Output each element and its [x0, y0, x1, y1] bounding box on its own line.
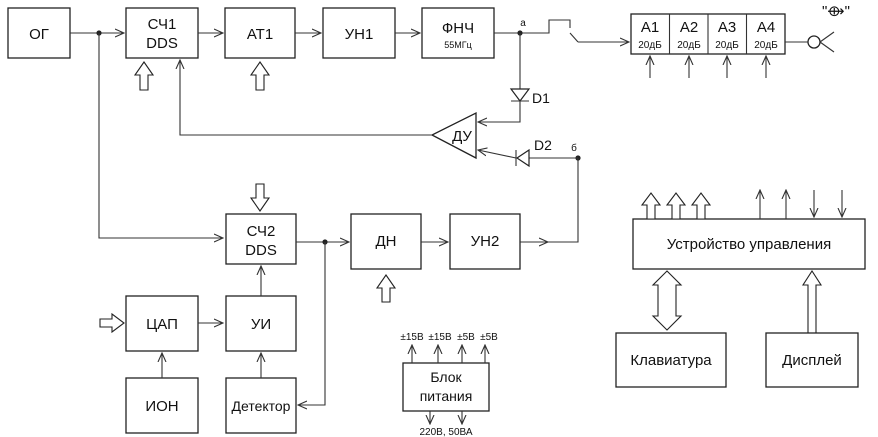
d2-label: D2: [534, 137, 552, 153]
wire-d1-du: [478, 101, 521, 122]
output-connector-icon: [807, 35, 821, 49]
cap-block: ЦАП: [125, 295, 199, 352]
point-a-label: а: [520, 18, 526, 29]
detector-label: Детектор: [232, 398, 291, 414]
display-block: Дисплей: [765, 332, 859, 388]
psu-out-2: ±15В: [428, 332, 452, 343]
control-unit-block: Устройство управления: [632, 218, 866, 270]
point-b-label: б: [571, 142, 577, 154]
ui-label: УИ: [251, 316, 271, 333]
og-block: ОГ: [7, 7, 71, 59]
cap-label: ЦАП: [146, 316, 178, 333]
att-2-name: А2: [680, 19, 698, 36]
att-3-name: А3: [718, 19, 736, 36]
output-antenna-up: [819, 31, 835, 43]
att-3-value: 20дБ: [715, 40, 739, 51]
psu-block: Блок питания: [402, 362, 490, 412]
psu-label: Блок: [430, 369, 462, 385]
sch1-label: СЧ1: [148, 16, 177, 33]
sch1-control-arrow: [133, 61, 155, 91]
detector-block: Детектор: [225, 377, 297, 434]
sch2-sublabel: DDS: [245, 242, 277, 259]
att-1-value: 20дБ: [638, 40, 662, 51]
d1-label: D1: [532, 90, 550, 106]
att-1-name: А1: [641, 19, 659, 36]
wire-fnch-out: [494, 19, 571, 34]
dn-label: ДН: [376, 233, 397, 250]
un1-label: УН1: [345, 26, 374, 43]
un1-block: УН1: [322, 7, 396, 59]
output-label: "⟴": [822, 3, 850, 20]
control-bus-arrow-3: [690, 192, 712, 220]
display-bus-arrow: [801, 269, 823, 334]
control-bus-arrow-2: [665, 192, 687, 220]
attenuator-chain: А1 20дБ А2 20дБ А3 20дБ А4 20дБ: [630, 13, 786, 55]
du-label: ДУ: [452, 128, 472, 145]
diode-d1-icon: [509, 88, 531, 102]
keyboard-label: Клавиатура: [630, 352, 712, 369]
fnch-sublabel: 55МГц: [444, 40, 472, 50]
att-4-name: А4: [757, 19, 775, 36]
at1-block: АТ1: [224, 7, 296, 59]
control-unit-label: Устройство управления: [667, 236, 831, 253]
sch2-label: СЧ2: [247, 223, 276, 240]
un2-label: УН2: [471, 233, 500, 250]
att-4-value: 20дБ: [754, 40, 778, 51]
og-label: ОГ: [29, 26, 49, 43]
sch2-block: СЧ2 DDS: [225, 213, 297, 265]
psu-sublabel: питания: [420, 388, 473, 404]
at1-label: АТ1: [247, 26, 273, 43]
control-bus-arrow-1: [640, 192, 662, 220]
keyboard-bus-arrow: [651, 270, 683, 331]
display-label: Дисплей: [782, 352, 842, 369]
wire-d2-du: [478, 150, 517, 159]
psu-out-4: ±5В: [480, 332, 498, 343]
at1-control-arrow: [249, 61, 271, 91]
ion-block: ИОН: [125, 377, 199, 434]
psu-out-3: ±5В: [457, 332, 475, 343]
sch2-control-arrow: [249, 183, 271, 212]
fnch-label: ФНЧ: [442, 20, 474, 37]
att-2-value: 20дБ: [677, 40, 701, 51]
wire-un2-b: [548, 158, 579, 243]
cap-input-arrow: [99, 312, 125, 334]
dn-control-arrow: [375, 274, 397, 303]
psu-out-1: ±15В: [400, 332, 424, 343]
wire-og-sch2: [98, 33, 223, 238]
output-antenna-down: [819, 41, 835, 53]
ion-label: ИОН: [145, 398, 178, 415]
diode-d2-icon: [515, 148, 530, 168]
du-amplifier: ДУ: [430, 111, 477, 160]
keyboard-block: Клавиатура: [615, 332, 727, 388]
dn-block: ДН: [350, 213, 422, 270]
switch-contact: [569, 32, 579, 43]
sch1-sublabel: DDS: [146, 35, 178, 52]
psu-input-label: 220В, 50ВА: [419, 427, 472, 437]
ui-block: УИ: [225, 295, 297, 352]
sch1-block: СЧ1 DDS: [125, 7, 199, 59]
wire-sch2-detector: [298, 242, 326, 405]
un2-block: УН2: [449, 213, 521, 270]
fnch-block: ФНЧ 55МГц: [421, 7, 495, 59]
wire-du-sch1: [180, 60, 432, 136]
